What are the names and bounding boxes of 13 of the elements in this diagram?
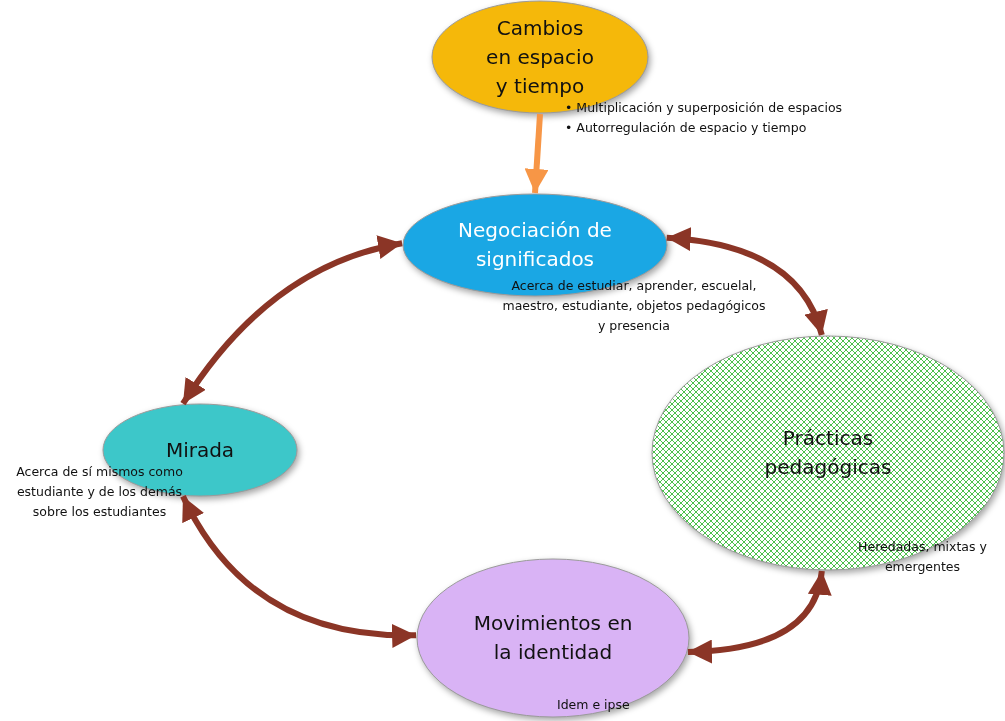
bullet-note: • Multiplicación y superposición de espacios	[565, 99, 844, 117]
arrow	[180, 236, 403, 406]
ellipse-node	[416, 558, 690, 718]
arrow	[687, 570, 830, 663]
bullet-note: • Autorregulación de espacio y tiempo	[565, 119, 808, 137]
node-label: Cambios en espacio y tiempo	[485, 14, 595, 100]
arrow	[666, 227, 827, 336]
node-subtext: Idem e ipse	[557, 697, 630, 712]
node-label: Movimientos en la identidad	[472, 610, 634, 666]
arrow	[180, 494, 417, 647]
node-label: Negociación de significados	[457, 217, 613, 273]
arrow	[524, 113, 549, 194]
node-label: Mirada	[164, 436, 236, 464]
